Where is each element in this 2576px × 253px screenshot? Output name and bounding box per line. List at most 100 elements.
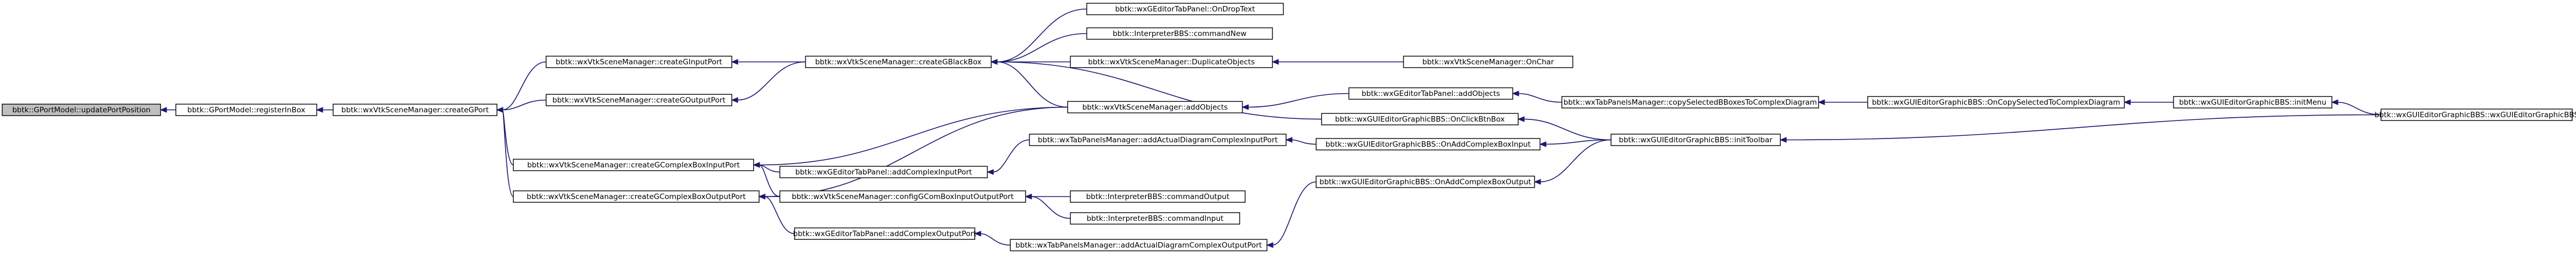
- edge-arrowhead: [1266, 242, 1274, 248]
- edge-arrowhead: [753, 162, 760, 168]
- node-box: [2173, 96, 2332, 109]
- node-wx-guieditor-graphic-bbs-init-menu[interactable]: bbtk::wxGUIEditorGraphicBBS::initMenu: [2173, 96, 2332, 109]
- node-wx-tab-panels-manager-add-actual-diagram-complex-output-port[interactable]: bbtk::wxTabPanelsManager::addActualDiagr…: [1010, 239, 1268, 251]
- edge-line: [996, 8, 1087, 63]
- node-wx-guieditor-graphic-bbs-init-toolbar[interactable]: bbtk::wxGUIEditorGraphicBBS::initToolbar: [1610, 134, 1781, 146]
- edge-arrowhead: [974, 231, 981, 237]
- node-box: [1010, 239, 1268, 251]
- edge-arrowhead: [1271, 59, 1279, 65]
- edge-n22-to-n9: [986, 139, 1030, 175]
- edge-n24-to-n23: [1539, 139, 1612, 147]
- node-label: bbtk::wxVtkSceneManager::OnChar: [1423, 58, 1554, 67]
- edge-arrowhead: [990, 59, 998, 65]
- node-wx-geditor-tab-panel-add-complex-output-port[interactable]: bbtk::wxGEditorTabPanel::addComplexOutpu…: [793, 227, 976, 240]
- node-wx-geditor-tab-panel-on-drop-text[interactable]: bbtk::wxGEditorTabPanel::OnDropText: [1086, 3, 1284, 15]
- node-wx-guieditor-graphic-bbs-wx-guieditor-graphic-bbs[interactable]: bbtk::wxGUIEditorGraphicBBS::wxGUIEditor…: [2374, 109, 2576, 121]
- edge-n20-to-n19: [2123, 99, 2174, 105]
- node-wx-guieditor-graphic-bbs-on-copy-selected-to-complex-diagram[interactable]: bbtk::wxGUIEditorGraphicBBS::OnCopySelec…: [1867, 96, 2125, 109]
- node-label: bbtk::wxTabPanelsManager::addActualDiagr…: [1015, 241, 1262, 250]
- edge-line: [764, 106, 1068, 197]
- node-label: bbtk::wxGUIEditorGraphicBBS::initToolbar: [1619, 136, 1773, 144]
- edge-n8-to-n6: [758, 106, 1068, 200]
- node-wx-vtk-scene-manager-add-objects[interactable]: bbtk::wxVtkSceneManager::addObjects: [1067, 101, 1243, 113]
- edge-n16-to-n14: [1271, 59, 1404, 65]
- node-interpreter-bbs-command-output[interactable]: bbtk::InterpreterBBS::commandOutput: [1070, 190, 1246, 203]
- node-box: [546, 94, 732, 106]
- node-label: bbtk::wxVtkSceneManager::DuplicateObject…: [1088, 58, 1254, 67]
- node-wx-geditor-tab-panel-add-objects[interactable]: bbtk::wxGEditorTabPanel::addObjects: [1348, 87, 1513, 100]
- node-label: bbtk::wxVtkSceneManager::configGComBoxIn…: [792, 192, 1014, 201]
- node-box: [2, 104, 161, 116]
- node-wx-guieditor-graphic-bbs-on-click-btn-box[interactable]: bbtk::wxGUIEditorGraphicBBS::OnClickBtnB…: [1321, 113, 1519, 125]
- edge-n7-to-n4: [731, 61, 806, 103]
- node-wx-tab-panels-manager-copy-selected-bboxes-to-complex-diagram[interactable]: bbtk::wxTabPanelsManager::copySelectedBB…: [1561, 96, 1819, 109]
- edge-arrowhead: [1533, 179, 1541, 185]
- node-wx-vtk-scene-manager-create-gcomplex-box-output-port[interactable]: bbtk::wxVtkSceneManager::createGComplexB…: [513, 190, 760, 203]
- edge-n17-to-n8: [1241, 93, 1349, 110]
- node-box: [1067, 101, 1243, 113]
- node-label: bbtk::wxGUIEditorGraphicBBS::wxGUIEditor…: [2374, 111, 2576, 119]
- node-label: bbtk::wxVtkSceneManager::createGInputPor…: [556, 58, 723, 67]
- edge-arrowhead: [2331, 99, 2338, 105]
- node-label: bbtk::GPortModel::registerInBox: [187, 106, 305, 115]
- edge-line: [1785, 114, 2382, 141]
- edge-arrowhead: [1517, 116, 1525, 122]
- edge-n24-to-n28: [1533, 139, 1612, 185]
- edge-line: [1539, 139, 1612, 183]
- edge-arrowhead: [758, 194, 766, 200]
- edge-line: [1545, 139, 1612, 145]
- edge-arrowhead: [1539, 141, 1547, 147]
- edge-arrowhead: [731, 97, 738, 103]
- node-wx-vtk-scene-manager-on-char[interactable]: bbtk::wxVtkSceneManager::OnChar: [1403, 56, 1573, 68]
- node-label: bbtk::wxGUIEditorGraphicBBS::OnClickBtnB…: [1335, 115, 1505, 124]
- node-interpreter-bbs-command-new[interactable]: bbtk::InterpreterBBS::commandNew: [1086, 27, 1273, 40]
- node-wx-guieditor-graphic-bbs-on-add-complex-box-output[interactable]: bbtk::wxGUIEditorGraphicBBS::OnAddComple…: [1316, 176, 1535, 188]
- node-wx-vtk-scene-manager-create-gport[interactable]: bbtk::wxVtkSceneManager::createGPort: [333, 104, 498, 116]
- node-wx-vtk-scene-manager-duplicate-objects[interactable]: bbtk::wxVtkSceneManager::DuplicateObject…: [1070, 56, 1273, 68]
- node-box: [1561, 96, 1819, 109]
- edge-arrowhead: [1512, 91, 1519, 97]
- node-label: bbtk::wxVtkSceneManager::createGComplexB…: [526, 192, 745, 201]
- node-label: bbtk::wxGUIEditorGraphicBBS::OnAddComple…: [1319, 178, 1531, 186]
- edge-n8-to-n7: [990, 59, 1068, 108]
- edge-line: [759, 164, 780, 197]
- node-box: [513, 190, 760, 203]
- node-wx-vtk-scene-manager-create-gblack-box[interactable]: bbtk::wxVtkSceneManager::createGBlackBox: [805, 56, 992, 68]
- node-wx-vtk-scene-manager-config-gcom-box-input-output-port[interactable]: bbtk::wxVtkSceneManager::configGComBoxIn…: [779, 190, 1026, 203]
- node-wx-geditor-tab-panel-add-complex-input-port[interactable]: bbtk::wxGEditorTabPanel::addComplexInput…: [779, 166, 988, 178]
- edge-n8-to-n5: [753, 106, 1068, 168]
- edge-line: [502, 61, 547, 111]
- node-label: bbtk::wxGUIEditorGraphicBBS::initMenu: [2179, 98, 2326, 107]
- node-box: [2380, 109, 2573, 121]
- node-box: [175, 104, 317, 116]
- node-box: [1321, 113, 1519, 125]
- node-wx-tab-panels-manager-add-actual-diagram-complex-input-port[interactable]: bbtk::wxTabPanelsManager::addActualDiagr…: [1029, 134, 1287, 146]
- edge-arrowhead: [986, 169, 994, 175]
- node-gport-model-register-in-box[interactable]: bbtk::GPortModel::registerInBox: [175, 104, 317, 116]
- edge-n5-to-n2: [496, 107, 514, 166]
- node-wx-vtk-scene-manager-create-goutput-port[interactable]: bbtk::wxVtkSceneManager::createGOutputPo…: [546, 94, 732, 106]
- edge-arrowhead: [316, 107, 323, 113]
- node-label: bbtk::wxTabPanelsManager::copySelectedBB…: [1564, 98, 1817, 107]
- edge-line: [1518, 93, 1562, 103]
- node-gport-model-update-port-position[interactable]: bbtk::GPortModel::updatePortPosition: [2, 104, 161, 116]
- edge-n4-to-n2: [496, 99, 547, 113]
- edge-n2-to-n1: [316, 107, 333, 113]
- node-wx-guieditor-graphic-bbs-on-add-complex-box-input[interactable]: bbtk::wxGUIEditorGraphicBBS::OnAddComple…: [1316, 138, 1541, 150]
- edge-line: [996, 33, 1087, 63]
- node-wx-vtk-scene-manager-create-ginput-port[interactable]: bbtk::wxVtkSceneManager::createGInputPor…: [546, 56, 732, 68]
- node-label: bbtk::wxGEditorTabPanel::addObjects: [1361, 89, 1500, 98]
- edge-arrowhead: [1817, 99, 1825, 105]
- node-box: [1070, 56, 1273, 68]
- edge-n27-to-n11: [974, 231, 1011, 246]
- edge-line: [992, 139, 1030, 173]
- edge-n24-to-n15: [1517, 116, 1612, 141]
- node-box: [1403, 56, 1573, 68]
- edge-line: [1247, 93, 1349, 108]
- edge-arrowhead: [1025, 194, 1032, 200]
- edge-arrowhead: [1285, 137, 1293, 143]
- node-wx-vtk-scene-manager-create-gcomplex-box-input-port[interactable]: bbtk::wxVtkSceneManager::createGComplexB…: [513, 159, 754, 171]
- edge-n19-to-n18: [1817, 99, 1868, 105]
- edge-n23-to-n22: [1285, 137, 1317, 145]
- node-interpreter-bbs-command-input[interactable]: bbtk::InterpreterBBS::commandInput: [1070, 212, 1240, 225]
